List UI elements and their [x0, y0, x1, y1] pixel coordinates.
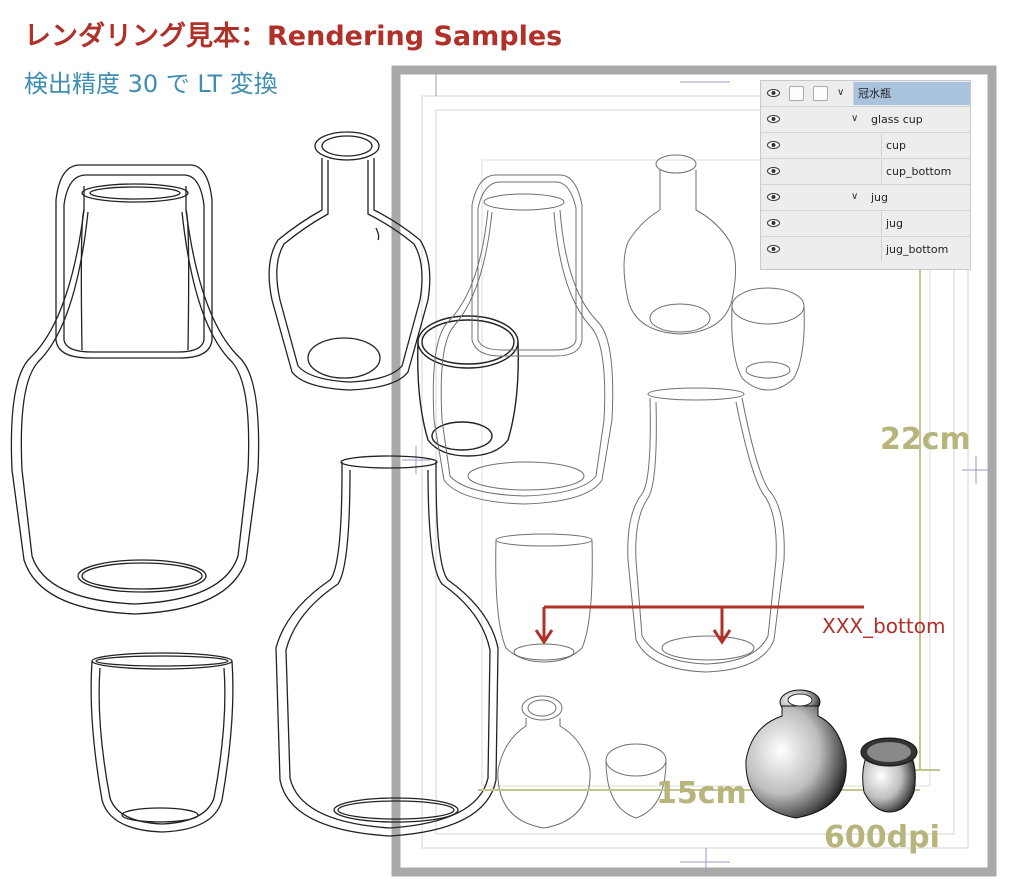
layer-row-glass-cup[interactable]: ∨ glass cup — [761, 107, 970, 133]
height-annotation: 22cm — [880, 422, 971, 457]
eye-icon[interactable] — [767, 219, 780, 227]
eye-icon[interactable] — [767, 89, 780, 97]
eye-icon[interactable] — [767, 141, 780, 149]
eye-icon[interactable] — [767, 245, 780, 253]
eye-icon[interactable] — [767, 193, 780, 201]
layer-row-root[interactable]: ∨ 冠水瓶 — [761, 81, 970, 107]
layer-name: cup_bottom — [881, 160, 970, 183]
layer-name: jug_bottom — [881, 238, 970, 261]
lock-checkbox[interactable] — [789, 86, 804, 101]
large-jug-with-cup — [10, 164, 260, 615]
cup-overlap — [417, 315, 519, 457]
layer-row-jug-group[interactable]: ∨ jug — [761, 185, 970, 211]
small-bottle-top — [268, 131, 431, 391]
bottom-arrow — [534, 605, 864, 645]
render-preview — [745, 689, 918, 819]
page-subtitle: 検出精度 30 で LT 変換 — [24, 70, 278, 98]
layer-name: cup — [881, 134, 970, 157]
bottom-layer-label: XXX_bottom — [822, 614, 946, 638]
width-annotation: 15cm — [656, 776, 747, 811]
layer-row-cup[interactable]: cup — [761, 133, 970, 159]
chevron-down-icon[interactable]: ∨ — [837, 87, 845, 98]
layer-name: glass cup — [871, 113, 923, 126]
resolution-annotation: 600dpi — [824, 820, 940, 855]
layer-name: jug — [881, 212, 970, 235]
eye-icon[interactable] — [767, 167, 780, 175]
eye-icon[interactable] — [767, 115, 780, 123]
canvas-samples — [432, 154, 805, 829]
small-cup-left — [90, 652, 234, 833]
clip-checkbox[interactable] — [813, 86, 828, 101]
layer-name: jug — [871, 191, 889, 204]
layer-name: 冠水瓶 — [853, 82, 970, 105]
layer-row-cup-bottom[interactable]: cup_bottom — [761, 159, 970, 185]
chevron-down-icon[interactable]: ∨ — [851, 191, 859, 202]
page-title: レンダリング見本：Rendering Samples — [24, 21, 563, 52]
large-bottle-middle — [275, 455, 499, 837]
chevron-down-icon[interactable]: ∨ — [851, 113, 859, 124]
layer-row-jug-bottom[interactable]: jug_bottom — [761, 237, 970, 263]
layer-row-jug[interactable]: jug — [761, 211, 970, 237]
layers-panel: ∨ 冠水瓶 ∨ glass cup cup cup_bottom ∨ jug j… — [760, 80, 971, 270]
canvas-frame — [391, 65, 997, 877]
